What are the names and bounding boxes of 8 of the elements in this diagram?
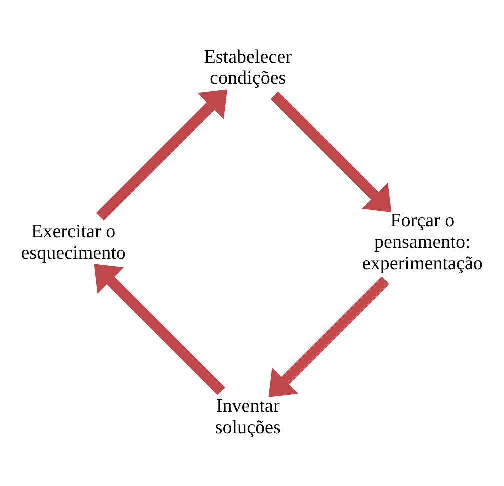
arrow: [270, 91, 392, 212]
arrow: [96, 89, 228, 220]
node-text: Inventar soluções: [215, 395, 281, 438]
node-text: Exercitar o esquecimento: [21, 220, 126, 264]
node-text: Forçar o pensamento: experimentação: [362, 210, 483, 274]
node-text: Estabelecer condições: [204, 46, 292, 89]
arrow: [268, 276, 390, 397]
arrow: [94, 264, 226, 395]
